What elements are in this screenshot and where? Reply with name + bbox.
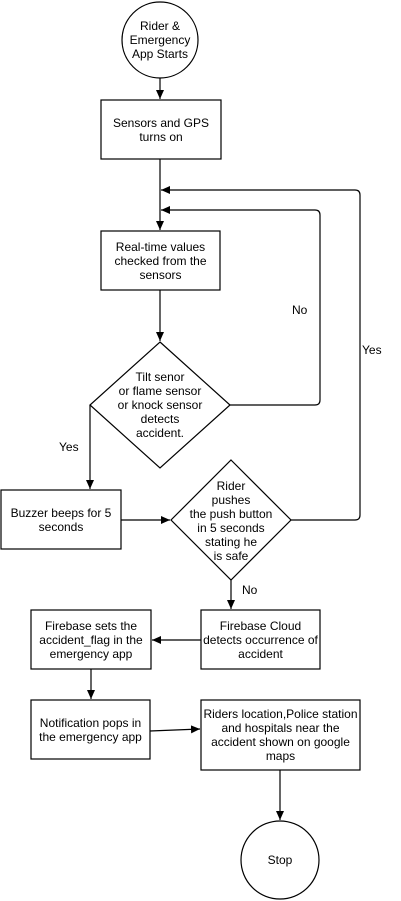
sensors-gps-label: Sensors and GPS turns on [112, 115, 210, 144]
start-node-label: Rider & Emergency App Starts [129, 19, 191, 61]
sensors-gps-box [100, 99, 222, 160]
firebase-flag-box [30, 609, 152, 670]
notification-label: Notification pops in the emergency app [39, 715, 142, 744]
arrow-rider-yes-loop [161, 186, 361, 521]
realtime-values-box [100, 230, 221, 291]
notification-box [30, 699, 151, 760]
firebase-flag-label: Firebase sets the accident_flag in the e… [39, 618, 143, 661]
location-map-label: Riders location,Police station and hospi… [203, 707, 358, 763]
arrow-notification-to-map [149, 725, 201, 734]
rider-decision-label: Rider pushes the push button in 5 second… [189, 479, 273, 563]
detect-decision-shape [89, 341, 231, 469]
buzzer-label: Buzzer beeps for 5 seconds [10, 505, 112, 534]
buzzer-box [0, 489, 122, 550]
edge-label-no-retry: No [292, 303, 308, 317]
location-map-box [200, 699, 361, 771]
arrow-detect-no-loop [161, 206, 321, 406]
edge-label-yes-detect: Yes [59, 440, 79, 454]
stop-node-shape [240, 820, 320, 900]
stop-node-label: Stop [267, 853, 293, 867]
realtime-values-label: Real-time values checked from the sensor… [114, 239, 207, 282]
edge-label-no-safe: No [242, 583, 258, 597]
edge-label-yes-safe: Yes [362, 343, 382, 357]
firebase-cloud-label: Firebase Cloud detects occurrence of acc… [203, 618, 318, 661]
detect-decision-label: Tilt senor or flame sensor or knock sens… [117, 370, 203, 440]
